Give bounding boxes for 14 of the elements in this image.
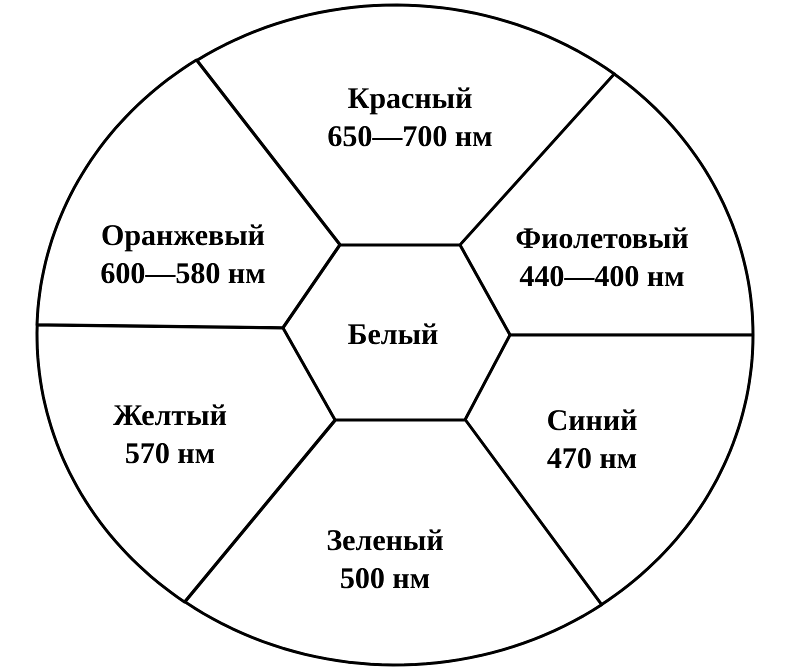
color-name: Зеленый — [326, 523, 444, 559]
wavelength-label: 650—700 нм — [327, 118, 493, 155]
color-sector — [465, 335, 753, 605]
color-name: Желтый — [113, 398, 227, 434]
color-name: Красный — [346, 80, 474, 117]
color-name: Белый — [348, 317, 438, 353]
wavelength-label: 600—580 нм — [100, 256, 266, 292]
color-name: Фиолетовый — [515, 220, 689, 257]
color-name: Синий — [546, 403, 638, 439]
color-name: Оранжевый — [100, 218, 266, 254]
wavelength-label: 440—400 нм — [518, 258, 686, 295]
wavelength-label: 500 нм — [338, 561, 432, 597]
wavelength-label: 470 нм — [546, 441, 638, 477]
wavelength-label: 570 нм — [124, 436, 216, 472]
